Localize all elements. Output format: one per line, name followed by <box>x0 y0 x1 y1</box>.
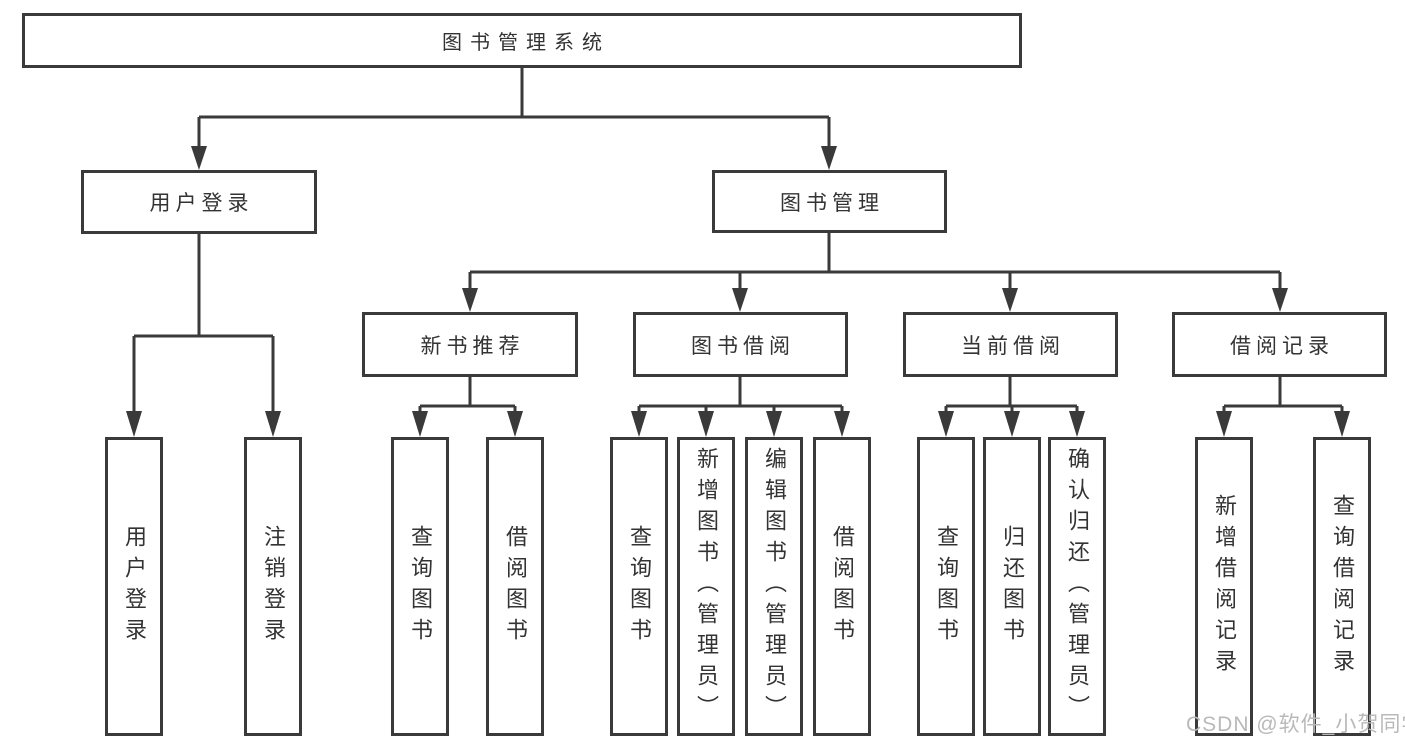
node-label: 编辑图书（管理员） <box>762 447 787 726</box>
arrowhead <box>631 411 647 437</box>
node-label: 归还图书 <box>1000 524 1025 649</box>
arrowhead <box>1002 288 1018 312</box>
arrowhead <box>821 146 837 170</box>
node-label: 图书借阅 <box>691 334 795 358</box>
node-label: 查询借阅记录 <box>1330 493 1355 680</box>
arrowhead <box>412 411 428 437</box>
node-user-login: 用户登录 <box>81 170 317 234</box>
connector-borrowing-to-leaves <box>637 377 844 415</box>
connector-userlogin-to-leaves <box>132 234 275 415</box>
arrowhead <box>507 411 523 437</box>
node-label: 查询图书 <box>627 524 652 649</box>
node-label: 用户登录 <box>149 192 254 215</box>
node-label: 新书推荐 <box>420 334 525 358</box>
leaf-borrow-books-recommend: 借阅图书 <box>486 437 544 736</box>
arrowhead <box>766 411 782 437</box>
arrowhead <box>1334 411 1350 437</box>
arrowhead <box>698 411 714 437</box>
node-current-borrowing: 当前借阅 <box>903 312 1118 377</box>
node-label: 新增借阅记录 <box>1212 493 1237 680</box>
leaf-borrow-books-borrowing: 借阅图书 <box>813 437 871 736</box>
arrowhead <box>1004 411 1020 437</box>
leaf-add-book-admin: 新增图书（管理员） <box>677 437 735 736</box>
arrowhead <box>1272 288 1288 312</box>
node-book-management: 图书管理 <box>712 170 947 233</box>
connector-bookmgmt-to-level3 <box>468 233 1282 290</box>
node-label: 注销登录 <box>261 524 286 649</box>
leaf-query-books-borrowing: 查询图书 <box>610 437 668 736</box>
leaf-add-borrow-record: 新增借阅记录 <box>1195 437 1253 736</box>
connector-newbook-to-leaves <box>418 377 517 415</box>
arrowhead <box>1216 411 1232 437</box>
leaf-logout: 注销登录 <box>244 437 302 736</box>
connector-current-to-leaves <box>944 377 1079 415</box>
node-label: 图书管理系统 <box>442 32 610 54</box>
node-label: 借阅图书 <box>503 524 528 649</box>
arrowhead <box>126 411 142 437</box>
leaf-user-login: 用户登录 <box>105 437 163 736</box>
leaf-return-book: 归还图书 <box>983 437 1041 736</box>
node-label: 图书管理 <box>780 191 884 215</box>
leaf-query-books-current: 查询图书 <box>917 437 975 736</box>
arrowhead <box>191 146 207 170</box>
arrowhead <box>265 411 281 437</box>
node-label: 查询图书 <box>934 524 959 649</box>
arrowhead <box>1069 411 1085 437</box>
arrowhead <box>938 411 954 437</box>
arrowhead <box>732 288 748 312</box>
connector-root-to-level2 <box>197 68 831 148</box>
leaf-query-books-recommend: 查询图书 <box>391 437 449 736</box>
leaf-confirm-return-admin: 确认归还（管理员） <box>1048 437 1106 736</box>
leaf-edit-book-admin: 编辑图书（管理员） <box>745 437 803 736</box>
csdn-watermark: CSDN @软件_小贺同学 <box>1186 713 1405 736</box>
node-borrowing-records: 借阅记录 <box>1172 312 1387 377</box>
node-label: 借阅记录 <box>1230 334 1334 358</box>
node-new-book-recommend: 新书推荐 <box>362 312 578 377</box>
node-label: 查询图书 <box>408 524 433 649</box>
node-label: 确认归还（管理员） <box>1065 447 1090 726</box>
arrowhead <box>834 411 850 437</box>
connector-records-to-leaves <box>1222 377 1344 415</box>
node-label: 借阅图书 <box>830 524 855 649</box>
node-label: 新增图书（管理员） <box>694 447 719 726</box>
leaf-query-borrow-record: 查询借阅记录 <box>1313 437 1371 736</box>
node-library-system: 图书管理系统 <box>22 13 1022 68</box>
node-book-borrowing: 图书借阅 <box>633 312 848 377</box>
node-label: 当前借阅 <box>961 334 1065 358</box>
node-label: 用户登录 <box>122 524 147 649</box>
arrowhead <box>462 288 478 312</box>
arrowheads <box>126 146 1350 437</box>
